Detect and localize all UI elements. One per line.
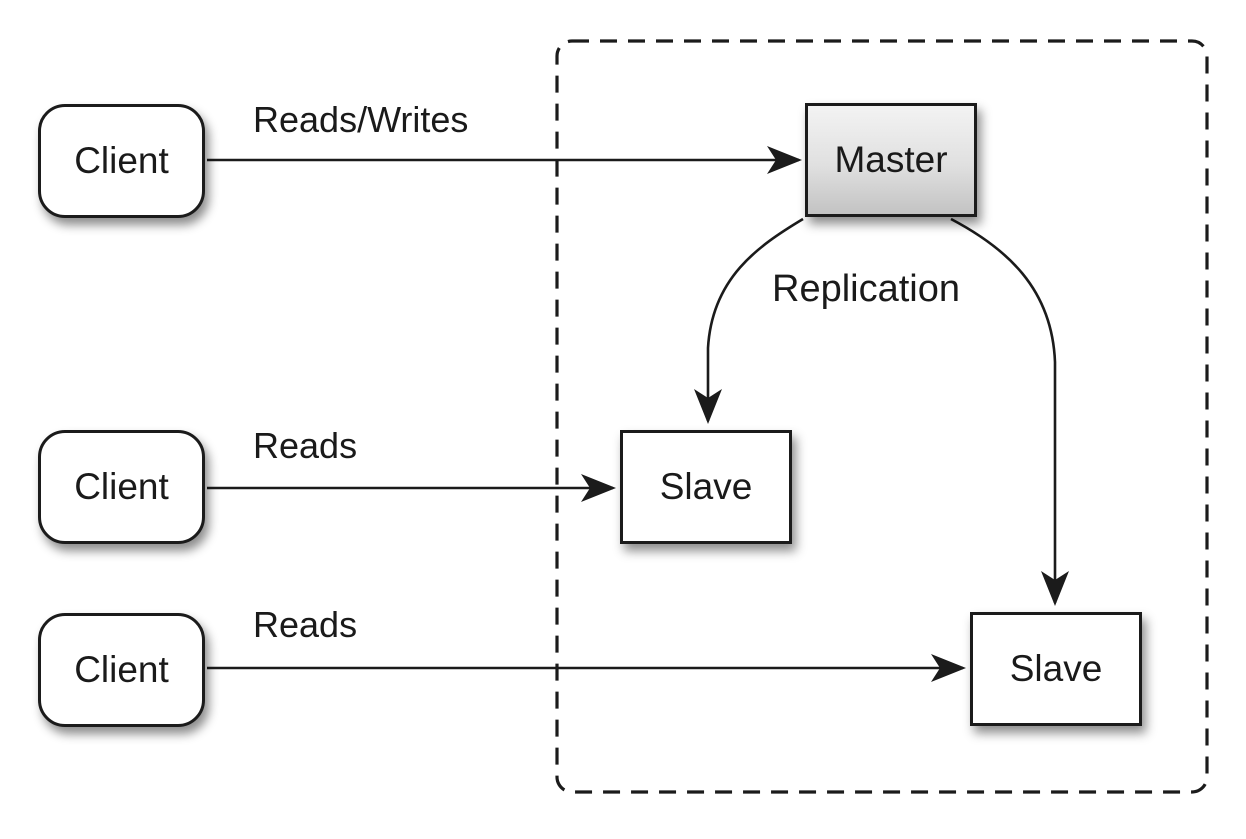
edge-label-replication: Replication [772, 268, 960, 310]
slave-node-1-label: Slave [659, 466, 753, 507]
edge-label-reads-middle: Reads [253, 425, 358, 466]
slave-node-2-label: Slave [1009, 648, 1103, 689]
slave-node-1: Slave [620, 430, 792, 544]
client-node-3-label: Client [74, 649, 169, 690]
edge-label-reads-bottom: Reads [253, 604, 358, 645]
master-node: Master [805, 103, 977, 217]
client-node-2: Client [38, 430, 205, 544]
master-node-label: Master [834, 139, 948, 180]
arrow-master-to-slave2 [950, 217, 1069, 606]
arrow-master-to-slave1 [694, 217, 804, 424]
client-node-3: Client [38, 613, 205, 727]
client-node-1: Client [38, 104, 205, 218]
replication-cluster-boundary [555, 39, 1209, 794]
edge-label-reads-writes: Reads/Writes [253, 99, 469, 140]
client-node-1-label: Client [74, 140, 169, 181]
slave-node-2: Slave [970, 612, 1142, 726]
client-node-2-label: Client [74, 466, 169, 507]
